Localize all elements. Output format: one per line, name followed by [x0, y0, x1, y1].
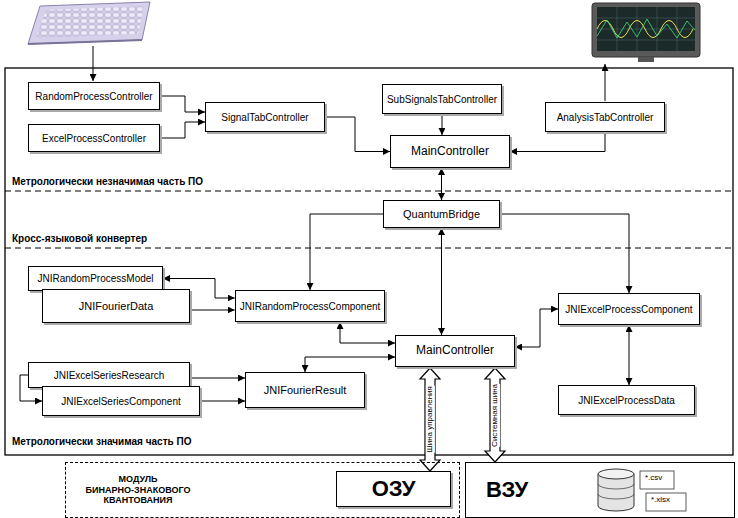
memory-box: ОЗУ — [336, 471, 451, 507]
box-text: MainController — [411, 145, 489, 158]
bus-arrow — [485, 368, 505, 462]
component-box: JNIExcelProcessComponent — [558, 293, 700, 325]
bridge-box: QuantumBridge — [383, 200, 500, 228]
controller-box: RandomProcessController — [28, 82, 160, 110]
connector — [441, 114, 442, 135]
connector — [629, 325, 630, 385]
connector — [190, 310, 235, 311]
box-text: SubSignalsTabController — [387, 94, 497, 105]
region-label: Метрологически незначимая часть ПО — [12, 176, 203, 187]
box-text: AnalysisTabController — [557, 112, 654, 123]
divider-line — [5, 248, 733, 249]
connector — [325, 117, 390, 152]
output-arrow — [605, 64, 606, 101]
box-text: JNIRandomProcessModel — [37, 273, 153, 284]
connector — [200, 401, 245, 402]
box-text: SignalTabController — [221, 112, 308, 123]
module-region: МОДУЛЬ БИНАРНО-ЗНАКОВОГО КВАНТОВАНИЯ ОЗУ — [65, 462, 460, 518]
storage-box: ВЗУ — [465, 462, 735, 518]
box-text: МОДУЛЬ БИНАРНО-ЗНАКОВОГО КВАНТОВАНИЯ — [74, 474, 202, 506]
box-text: JNIExcelProcessComponent — [565, 304, 692, 315]
connector — [305, 357, 395, 372]
component-box: JNIRandomProcessComponent — [235, 290, 386, 322]
divider-line — [5, 191, 733, 192]
database-icon — [598, 469, 686, 511]
connector — [310, 214, 383, 290]
box-text: RandomProcessController — [35, 91, 152, 102]
component-box: JNIExcelSeriesComponent — [42, 386, 200, 416]
box-text: JNIFourierData — [79, 300, 154, 312]
input-arrow — [93, 46, 94, 81]
controller-box: SignalTabController — [205, 102, 325, 132]
controller-box: SubSignalsTabController — [382, 84, 502, 114]
box-text: ВЗУ — [486, 478, 528, 502]
model-box: JNIRandomProcessModel — [28, 266, 163, 291]
file-label: *.xlsx — [651, 496, 670, 505]
box-text: ОЗУ — [372, 477, 416, 501]
file-label: *.csv — [645, 474, 662, 483]
box-text: ExcelProcessController — [42, 133, 146, 144]
region-label: Кросс-языковой конвертер — [12, 233, 147, 244]
bus-label: Системная шина — [491, 384, 500, 447]
controller-box: AnalysisTabController — [545, 102, 665, 132]
research-box: JNIExcelSeriesResearch — [28, 362, 190, 388]
data-box: JNIFourierData — [42, 289, 190, 323]
controller-box: MainController — [390, 135, 510, 168]
connector — [190, 378, 245, 379]
result-box: JNIFourierResult — [245, 372, 365, 408]
connector — [441, 168, 442, 200]
connector — [160, 122, 205, 138]
controller-box: MainController — [395, 335, 515, 367]
connector — [515, 309, 558, 347]
connector — [510, 132, 605, 152]
box-text: QuantumBridge — [403, 208, 480, 220]
connector — [160, 96, 205, 112]
keyboard-illustration — [28, 2, 150, 44]
connector — [340, 322, 395, 343]
controller-box: ExcelProcessController — [28, 124, 160, 152]
outer-frame — [5, 68, 733, 455]
data-box: JNIExcelProcessData — [558, 385, 695, 415]
box-text: MainController — [416, 344, 494, 357]
bus-label: Шина управления — [426, 386, 435, 453]
box-text: JNIExcelSeriesResearch — [54, 370, 165, 381]
box-text: JNIExcelProcessData — [578, 395, 675, 406]
connector — [500, 214, 629, 293]
box-text: JNIFourierResult — [264, 384, 347, 396]
box-text: JNIRandomProcessComponent — [240, 301, 381, 312]
bus-arrow — [420, 368, 440, 471]
connector — [441, 228, 442, 335]
region-label: Метрологически значимая часть ПО — [12, 436, 191, 447]
box-text: JNIExcelSeriesComponent — [61, 396, 181, 407]
monitor-illustration — [592, 3, 700, 62]
